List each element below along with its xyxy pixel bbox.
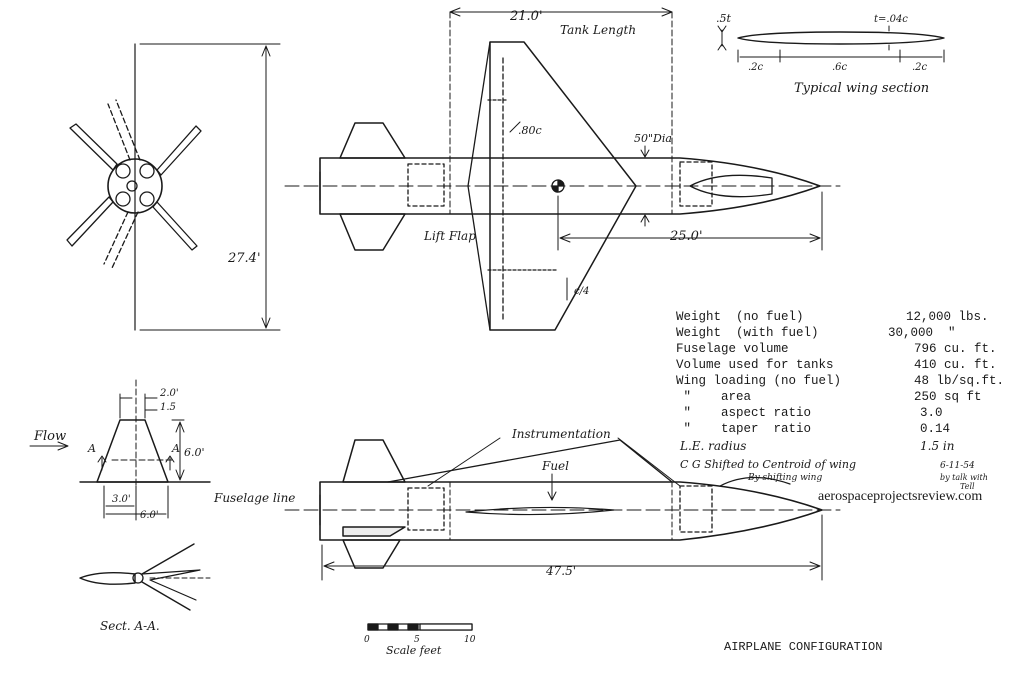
flap-fraction-label: c/4 [574,286,589,297]
fin-detail [29,379,211,521]
scale-tick-0: 0 [364,635,370,645]
side-view [284,437,841,581]
drawing-title: AIRPLANE CONFIGURATION [724,640,882,654]
section-aa-label: Sect. A-A. [100,619,160,633]
section-thickness-label: t=.04c [874,14,908,25]
lift-flap-label: Lift Flap [423,229,476,243]
fuel-label: Fuel [541,459,569,473]
section-seg-a: .2c [748,62,764,73]
section-height-label: .5t [716,12,731,25]
spec-value: 796 cu. ft. [914,342,997,356]
spec-label: " taper ratio [676,422,811,436]
fin-dim-e: 6.0' [140,510,159,521]
fin-dim-b: 1.5 [160,402,176,413]
scale-tick-10: 10 [464,635,476,645]
wing-section-view [717,25,945,63]
fin-dim-c: 6.0' [184,446,205,459]
watermark: aerospaceprojectsreview.com [818,489,982,504]
section-marker-right: A [171,442,180,455]
spec-value: 3.0 [920,406,943,420]
wing-section-caption: Typical wing section [794,81,929,96]
instrumentation-label: Instrumentation [511,427,611,441]
top-view [284,7,841,331]
handwritten-notes: L.E. radius 1.5 in C G Shifted to Centro… [679,439,988,491]
labels: 21.0' Tank Length 27.4' 25.0' 47.5' 50"D… [33,9,929,657]
cg-length-dim: 25.0' [669,229,703,244]
tank-length-label: Tank Length [560,23,636,37]
spec-value: 0.14 [920,422,950,436]
spec-label: " area [676,390,752,404]
section-marker-left: A [87,442,96,455]
note-date: 6-11-54 [940,461,975,471]
note-name: Tell [960,482,975,491]
section-aa [79,543,211,611]
spec-label: Volume used for tanks [676,358,834,372]
fin-dim-d: 3.0' [112,494,131,505]
span-dim: 27.4' [227,251,261,266]
cg-note-sub: By shifting wing [747,473,822,483]
spec-value: 30,000 " [888,326,956,340]
cg-note: C G Shifted to Centroid of wing [680,458,856,471]
le-radius-label: L.E. radius [679,439,746,453]
scale-bar [367,623,473,631]
overall-length-dim: 47.5' [545,564,576,578]
fin-dim-a: 2.0' [159,388,179,399]
section-seg-b: .6c [832,62,848,73]
spec-table: Weight (no fuel) 12,000 lbs. Weight (wit… [676,310,1004,436]
le-radius-value: 1.5 in [920,439,954,453]
spec-label: " aspect ratio [676,406,811,420]
spec-label: Wing loading (no fuel) [676,374,841,388]
note-by-talk: by talk with [940,473,988,482]
spec-label: Weight (with fuel) [676,326,819,340]
sweep-label: .80c [518,124,542,137]
section-seg-c: .2c [912,62,928,73]
tank-length-dim: 21.0' [509,9,543,24]
diameter-label: 50"Dia [634,132,672,145]
scale-tick-5: 5 [414,635,420,645]
spec-value: 12,000 lbs. [906,310,989,324]
spec-value: 48 lb/sq.ft. [914,374,1004,388]
front-view [66,43,281,331]
spec-label: Fuselage volume [676,342,789,356]
scale-label: Scale feet [386,644,442,657]
spec-value: 250 sq ft [914,390,982,404]
spec-value: 410 cu. ft. [914,358,997,372]
fuselage-line-label: Fuselage line [213,491,295,505]
spec-label: Weight (no fuel) [676,310,804,324]
flow-label: Flow [33,429,66,444]
